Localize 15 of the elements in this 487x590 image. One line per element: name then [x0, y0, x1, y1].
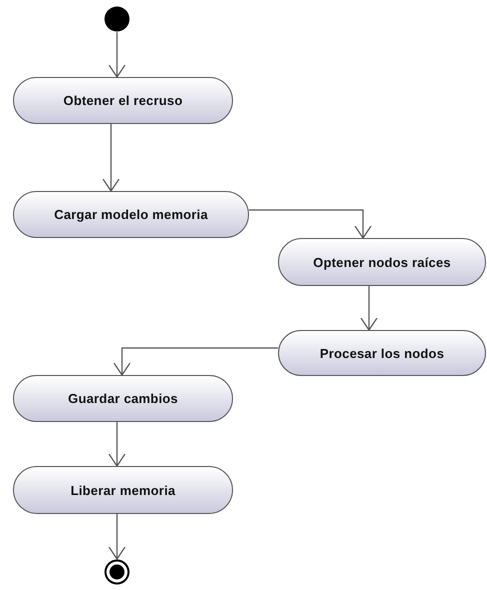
- control-flow-arrow: [360, 286, 378, 331]
- action-node: Guardar cambios: [13, 375, 233, 422]
- action-node: Cargar modelo memoria: [13, 191, 249, 238]
- control-flow-arrow: [113, 347, 278, 376]
- control-flow-arrow: [108, 422, 126, 467]
- final-node: [104, 559, 130, 585]
- action-node: Procesar los nodos: [278, 330, 486, 376]
- control-flow-arrow: [102, 124, 120, 192]
- control-flow-arrow: [108, 32, 126, 78]
- initial-node: [104, 6, 130, 32]
- action-node: Obtener el recruso: [13, 77, 233, 124]
- action-node: Liberar memoria: [13, 466, 233, 514]
- control-flow-arrow: [249, 209, 372, 239]
- action-node: Optener nodos raíces: [278, 238, 486, 286]
- control-flow-arrow: [108, 514, 126, 560]
